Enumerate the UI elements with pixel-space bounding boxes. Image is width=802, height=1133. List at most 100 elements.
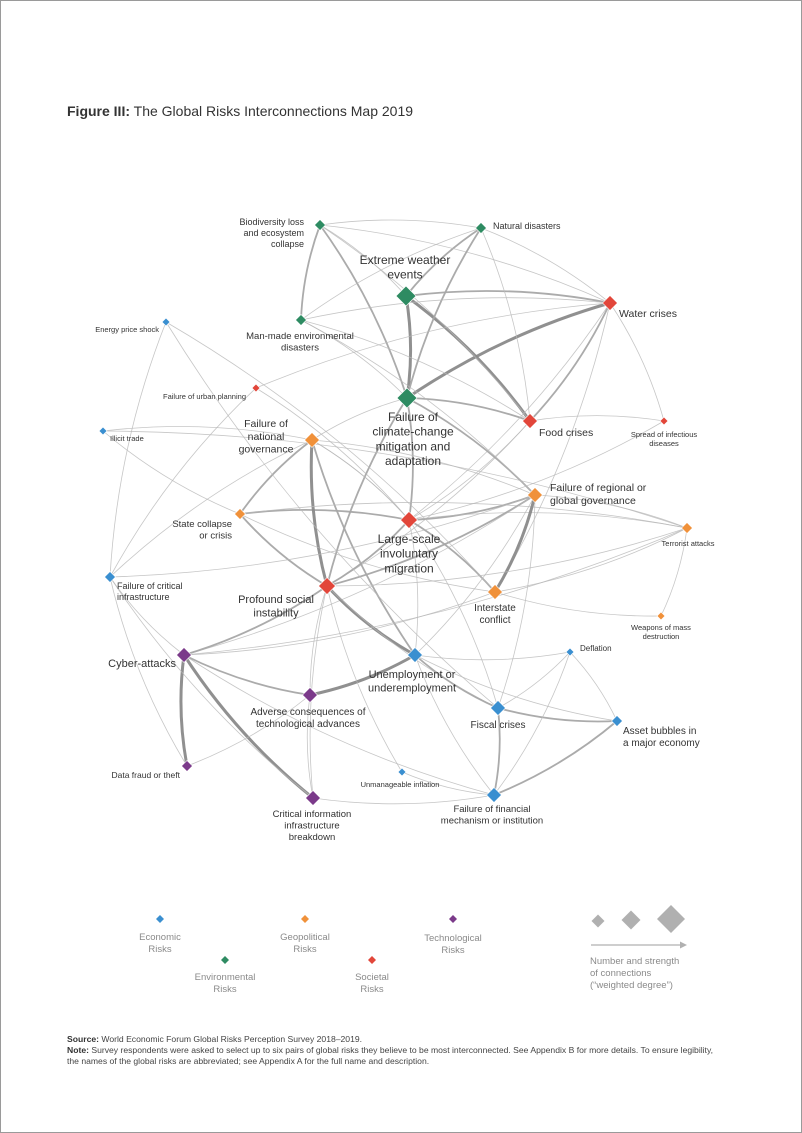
node-illicit-trade-marker[interactable] <box>98 426 108 436</box>
edge-energy-price-fiscal-crises <box>165 321 499 709</box>
edge-climate-change-water-crises <box>405 301 612 400</box>
node-terrorist-attacks-marker[interactable] <box>681 522 693 534</box>
node-unemployment-marker[interactable] <box>407 647 423 663</box>
node-regional-governance-marker[interactable] <box>527 487 543 503</box>
node-extreme-weather-marker[interactable] <box>395 285 417 307</box>
size-key-arrowhead <box>680 941 687 949</box>
edge-biodiversity-man-made <box>300 224 321 321</box>
legend-geopolitical-marker <box>301 915 309 923</box>
node-label-line: Food crises <box>539 427 593 439</box>
node-food-crises-marker[interactable] <box>522 413 538 429</box>
node-critical-infrastructure-marker[interactable] <box>104 571 116 583</box>
node-man-made-marker[interactable] <box>295 314 307 326</box>
node-climate-change-marker[interactable] <box>396 387 418 409</box>
note-text: Survey respondents were asked to select … <box>67 1045 713 1066</box>
edge-water-crises-man-made <box>300 297 611 321</box>
node-biodiversity-marker[interactable] <box>314 219 326 231</box>
node-wmd-marker[interactable] <box>656 611 666 621</box>
node-social-instability-marker[interactable] <box>318 577 336 595</box>
legend-label-line: Risks <box>213 984 236 995</box>
node-label-line: Natural disasters <box>493 221 561 231</box>
node-deflation-marker[interactable] <box>565 647 575 657</box>
edge-biodiversity-natural-disasters <box>319 219 482 229</box>
node-label-line: Fiscal crises <box>470 720 525 731</box>
edge-tech-advances-info-infrastructure <box>306 694 314 799</box>
node-cyber-attacks-marker[interactable] <box>176 647 192 663</box>
edge-critical-infrastructure-energy-price <box>109 321 167 578</box>
node-energy-price-marker[interactable] <box>161 317 171 327</box>
node-infectious-diseases-marker[interactable] <box>659 416 669 426</box>
edge-fiscal-crises-financial-failure <box>493 707 501 796</box>
edge-water-crises-migration <box>408 302 611 521</box>
legend-label-line: Economic <box>139 932 181 943</box>
node-tech-advances-marker[interactable] <box>302 687 318 703</box>
node-unmanageable-inflation-marker[interactable] <box>397 767 407 777</box>
edge-urban-planning-migration <box>255 387 410 521</box>
edge-social-instability-unemployment <box>325 584 417 657</box>
node-food-crises-label: Food crises <box>539 427 593 439</box>
figure-title-lead: Figure III: <box>67 103 130 119</box>
edge-illicit-trade-national-governance <box>102 426 313 441</box>
edge-national-governance-migration <box>311 439 410 521</box>
edge-biodiversity-climate-change <box>319 224 408 399</box>
node-deflation-label: Deflation <box>580 644 612 653</box>
node-natural-disasters-marker[interactable] <box>475 222 487 234</box>
legend-label-line: Risks <box>293 944 316 955</box>
node-label-line: Illicit trade <box>110 434 144 443</box>
node-label-line: Extreme weather <box>360 253 451 267</box>
node-financial-failure-marker[interactable] <box>486 787 502 803</box>
edge-state-collapse-interstate-conflict <box>239 513 496 593</box>
node-label-line: underemployment <box>368 682 456 694</box>
node-label-line: or crisis <box>199 531 232 542</box>
node-data-fraud-marker[interactable] <box>181 760 193 772</box>
legend-technological-marker <box>449 915 457 923</box>
edge-water-crises-food-crises <box>529 302 611 422</box>
node-national-governance-marker[interactable] <box>304 432 320 448</box>
node-label-line: diseases <box>649 439 679 448</box>
node-urban-planning-marker[interactable] <box>251 383 261 393</box>
node-illicit-trade-label: Illicit trade <box>110 434 144 443</box>
edge-natural-disasters-man-made <box>300 227 482 321</box>
node-asset-bubbles-marker[interactable] <box>611 715 623 727</box>
node-label-line: infrastructure <box>117 592 170 602</box>
node-urban-planning-label: Failure of urban planning <box>163 392 246 401</box>
node-label-line: climate-change <box>372 425 454 439</box>
node-label-line: Failure of critical <box>117 581 183 591</box>
node-water-crises-marker[interactable] <box>602 295 618 311</box>
node-label-line: Water crises <box>619 308 677 320</box>
edge-extreme-weather-food-crises <box>404 294 532 423</box>
node-interstate-conflict-marker[interactable] <box>487 584 503 600</box>
node-label-line: mitigation and <box>376 439 451 453</box>
edge-terrorist-attacks-cyber-attacks <box>183 527 688 656</box>
edge-extreme-weather-climate-change <box>404 294 413 400</box>
node-label-line: mechanism or institution <box>441 816 543 827</box>
node-label-line: conflict <box>479 615 510 626</box>
node-info-infrastructure-marker[interactable] <box>305 790 321 806</box>
node-migration-marker[interactable] <box>400 511 418 529</box>
node-label-line: Profound social <box>238 594 314 606</box>
node-fiscal-crises-marker[interactable] <box>490 700 506 716</box>
edge-unmanageable-inflation-social-instability <box>326 585 403 773</box>
edge-tech-advances-data-fraud <box>186 694 311 767</box>
legend-label-line: Societal <box>355 972 389 983</box>
node-state-collapse-marker[interactable] <box>234 508 246 520</box>
edge-interstate-conflict-cyber-attacks <box>183 591 496 656</box>
node-label-line: State collapse <box>172 519 232 530</box>
edge-regional-governance-cyber-attacks <box>183 494 536 656</box>
legend-economic-marker <box>156 915 164 923</box>
edge-financial-failure-deflation <box>493 651 571 796</box>
node-label-line: instability <box>253 607 299 619</box>
edge-migration-unemployment <box>408 519 419 656</box>
